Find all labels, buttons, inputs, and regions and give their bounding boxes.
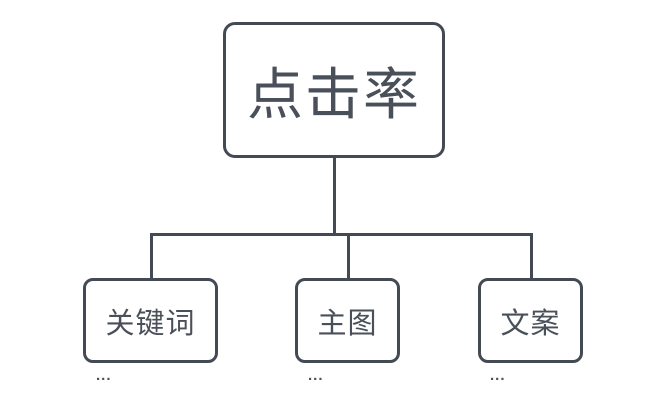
child-note-keywords: ... xyxy=(96,367,112,384)
child-node-main-image[interactable]: 主图 xyxy=(295,278,400,363)
child-node-label: 主图 xyxy=(317,307,378,340)
connector-drop-main-image xyxy=(347,233,350,278)
child-node-label: 关键词 xyxy=(105,307,196,340)
child-node-keywords[interactable]: 关键词 xyxy=(83,278,218,363)
connector-root-stem xyxy=(333,158,336,236)
child-note-copywriting: ... xyxy=(490,367,506,384)
root-node-click-through-rate[interactable]: 点击率 xyxy=(223,22,445,158)
child-note-main-image: ... xyxy=(308,367,324,384)
connector-drop-keywords xyxy=(150,233,153,278)
connector-drop-copywriting xyxy=(530,233,533,278)
child-node-label: 文案 xyxy=(500,307,561,340)
child-node-copywriting[interactable]: 文案 xyxy=(478,278,583,363)
connector-horizontal-bus xyxy=(150,233,533,236)
root-node-label: 点击率 xyxy=(247,62,421,126)
